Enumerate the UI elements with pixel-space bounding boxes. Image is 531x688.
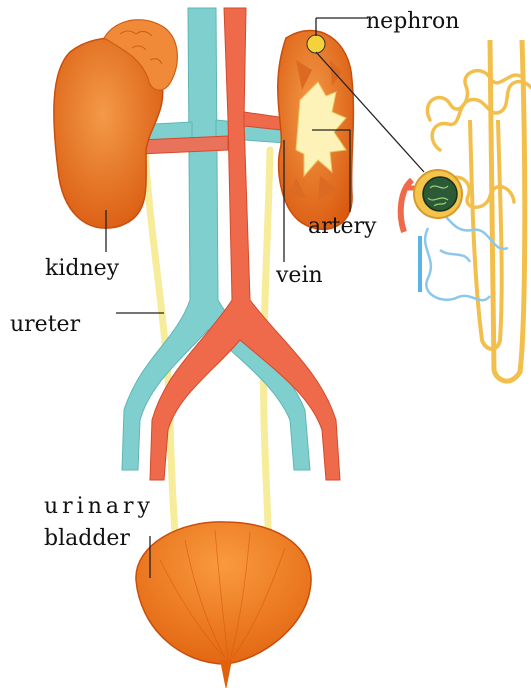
bladder-label: bladder <box>44 526 130 552</box>
vein-label: vein <box>276 263 323 289</box>
nephron-highlight-circle <box>307 35 325 53</box>
nephron-enlargement <box>401 40 531 381</box>
kidney-label: kidney <box>45 256 119 282</box>
urinary-bladder <box>136 522 311 664</box>
artery-label: artery <box>308 214 376 240</box>
urinary-label: urinary <box>44 494 154 520</box>
urethra <box>220 660 232 688</box>
nephron-label: nephron <box>366 9 459 35</box>
ureter-label: ureter <box>10 312 80 338</box>
